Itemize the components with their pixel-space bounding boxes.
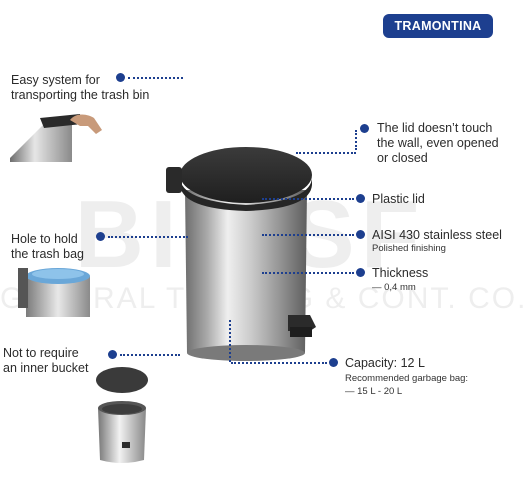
- thickness-label: Thickness: [372, 266, 429, 280]
- bucket-feature-label: Not to require an inner bucket: [3, 346, 88, 376]
- hole-inset-image: [18, 268, 90, 317]
- transport-feature-label: Easy system for transporting the trash b…: [11, 73, 149, 103]
- lid-wall-line1: The lid doesn’t touch: [377, 121, 493, 135]
- thickness-dot-icon: [356, 268, 365, 277]
- lid-wall-leader-vertical: [355, 130, 357, 150]
- lid-wall-dot-icon: [360, 124, 369, 133]
- lid-wall-leader: [296, 152, 356, 154]
- lid-wall-line2: the wall, even opened: [377, 136, 499, 150]
- transport-dot-icon: [116, 73, 125, 82]
- capacity-sub-label-1: Recommended garbage bag:: [345, 373, 469, 384]
- open-bin-inset-image: [96, 367, 148, 463]
- lid-wall-feature-label: The lid doesn’t touch the wall, even ope…: [377, 121, 499, 166]
- thickness-sub-label: — 0,4 mm: [372, 282, 416, 293]
- transport-inset-image: [10, 114, 102, 162]
- trash-bin-image: [166, 147, 316, 361]
- thickness-leader: [262, 272, 354, 274]
- hole-dot-icon: [96, 232, 105, 241]
- capacity-leader-vertical: [229, 320, 231, 362]
- transport-leader: [128, 77, 183, 79]
- capacity-dot-icon: [329, 358, 338, 367]
- capacity-label: Capacity: 12 L: [345, 356, 425, 370]
- hole-line2: the trash bag: [11, 247, 84, 261]
- steel-sub-label: Polished finishing: [372, 243, 446, 254]
- hole-line1: Hole to hold: [11, 232, 78, 246]
- bucket-line1: Not to require: [3, 346, 79, 360]
- lid-wall-line3: or closed: [377, 151, 428, 165]
- steel-label: AISI 430 stainless steel: [372, 228, 502, 242]
- bucket-dot-icon: [108, 350, 117, 359]
- steel-leader: [262, 234, 354, 236]
- hole-leader: [108, 236, 188, 238]
- transport-line1: Easy system for: [11, 73, 100, 87]
- bucket-line2: an inner bucket: [3, 361, 89, 375]
- plastic-lid-dot-icon: [356, 194, 365, 203]
- transport-line2: transporting the trash bin: [11, 88, 150, 102]
- brand-logo: TRAMONTINA: [383, 14, 493, 38]
- plastic-lid-leader: [262, 198, 354, 200]
- hole-feature-label: Hole to hold the trash bag: [11, 232, 84, 262]
- capacity-sub-label-2: — 15 L - 20 L: [345, 386, 403, 397]
- capacity-leader: [231, 362, 327, 364]
- bucket-leader: [120, 354, 180, 356]
- steel-dot-icon: [356, 230, 365, 239]
- plastic-lid-label: Plastic lid: [372, 192, 425, 206]
